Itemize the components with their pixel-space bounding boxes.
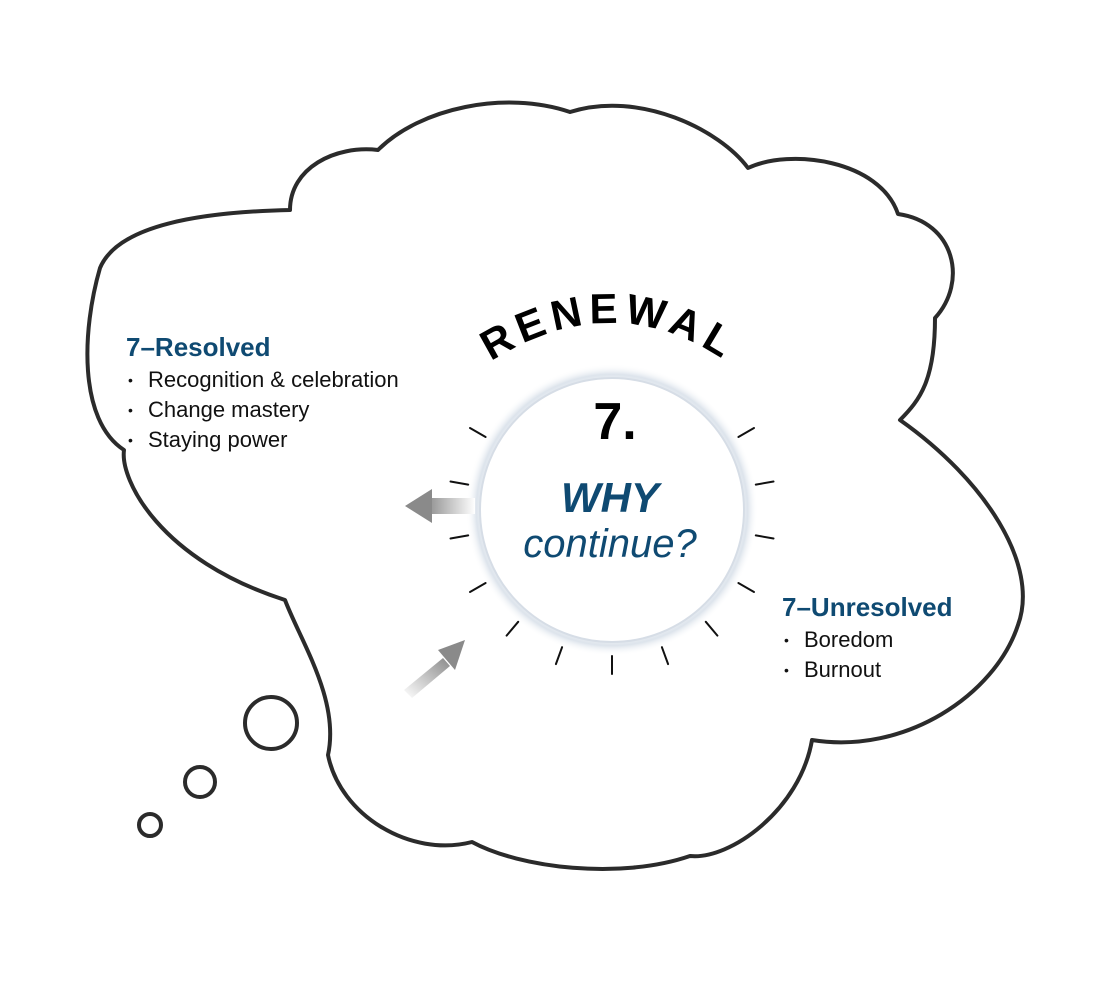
sunburst-tick [505, 620, 520, 637]
stage-number: 7. [593, 393, 637, 451]
sunburst-tick [449, 480, 470, 486]
unresolved-list: Boredom Burnout [782, 625, 893, 685]
center-circle [479, 377, 745, 643]
resolved-item: Recognition & celebration [126, 365, 399, 395]
thought-bubble-medium [183, 765, 217, 799]
sunburst-tick [554, 646, 564, 666]
sunburst-tick [737, 427, 755, 438]
sunburst-tick [449, 534, 470, 540]
resolved-heading: 7–Resolved [126, 332, 271, 362]
sunburst-tick [737, 582, 755, 593]
sunburst-tick [469, 582, 487, 593]
arrow-to-resolved [405, 489, 475, 523]
question-continue: continue? [523, 522, 697, 566]
thought-bubble-large [243, 695, 299, 751]
sunburst-tick [754, 534, 775, 540]
resolved-list: Recognition & celebration Change mastery… [126, 365, 399, 455]
unresolved-item: Boredom [782, 625, 893, 655]
unresolved-heading: 7–Unresolved [782, 592, 953, 622]
thought-bubble-small [137, 812, 163, 838]
sunburst-tick [704, 620, 719, 637]
resolved-item: Staying power [126, 425, 399, 455]
arrow-from-unresolved [404, 640, 465, 698]
question-why: WHY [561, 474, 659, 521]
resolved-item: Change mastery [126, 395, 399, 425]
sunburst-tick [469, 427, 487, 438]
sunburst-tick [660, 646, 670, 666]
sunburst-tick [754, 480, 775, 486]
sunburst-ticks [449, 427, 775, 675]
unresolved-item: Burnout [782, 655, 893, 685]
